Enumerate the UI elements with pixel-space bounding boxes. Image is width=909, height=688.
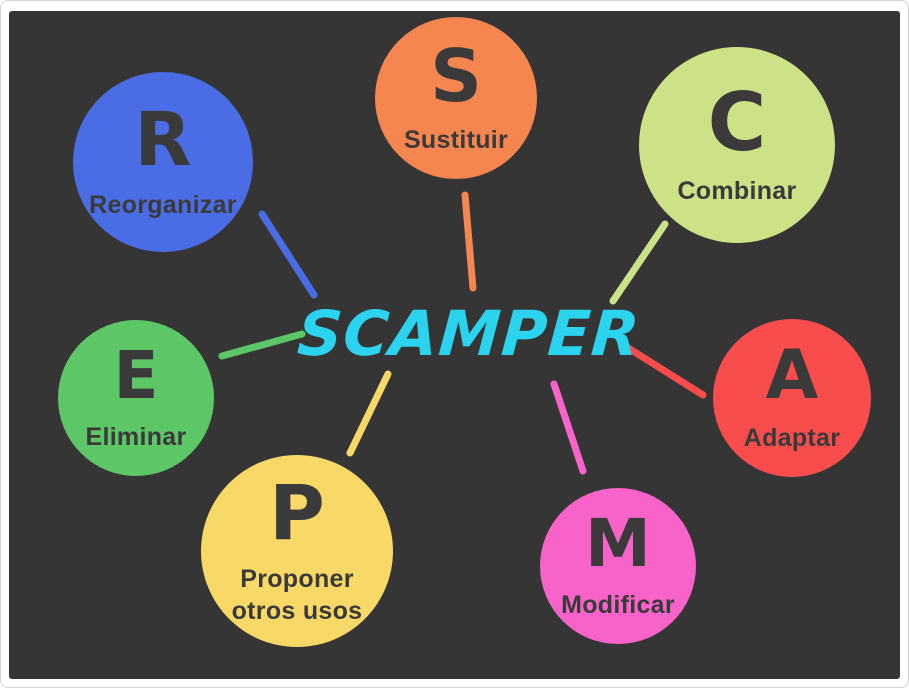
diagram-canvas: S Sustituir C Combinar A Adaptar M Modif…: [9, 11, 900, 679]
connector-sustituir: [461, 191, 477, 292]
diagram-graphics: [58, 17, 871, 647]
node-circle-adaptar: [713, 319, 871, 477]
connector-reorganizar: [258, 210, 318, 299]
node-circle-modificar: [540, 488, 696, 644]
node-circle-eliminar: [58, 320, 214, 476]
connector-modificar: [550, 380, 587, 475]
connector-combinar: [609, 220, 669, 305]
node-circle-sustituir: [375, 17, 537, 179]
node-circle-combinar: [639, 47, 835, 243]
diagram-title: SCAMPER: [295, 296, 643, 370]
node-circle-reorganizar: [73, 72, 253, 252]
connector-proponer: [346, 370, 392, 457]
connector-adaptar: [621, 342, 707, 399]
node-circle-proponer: [201, 455, 393, 647]
connector-eliminar: [218, 330, 306, 360]
